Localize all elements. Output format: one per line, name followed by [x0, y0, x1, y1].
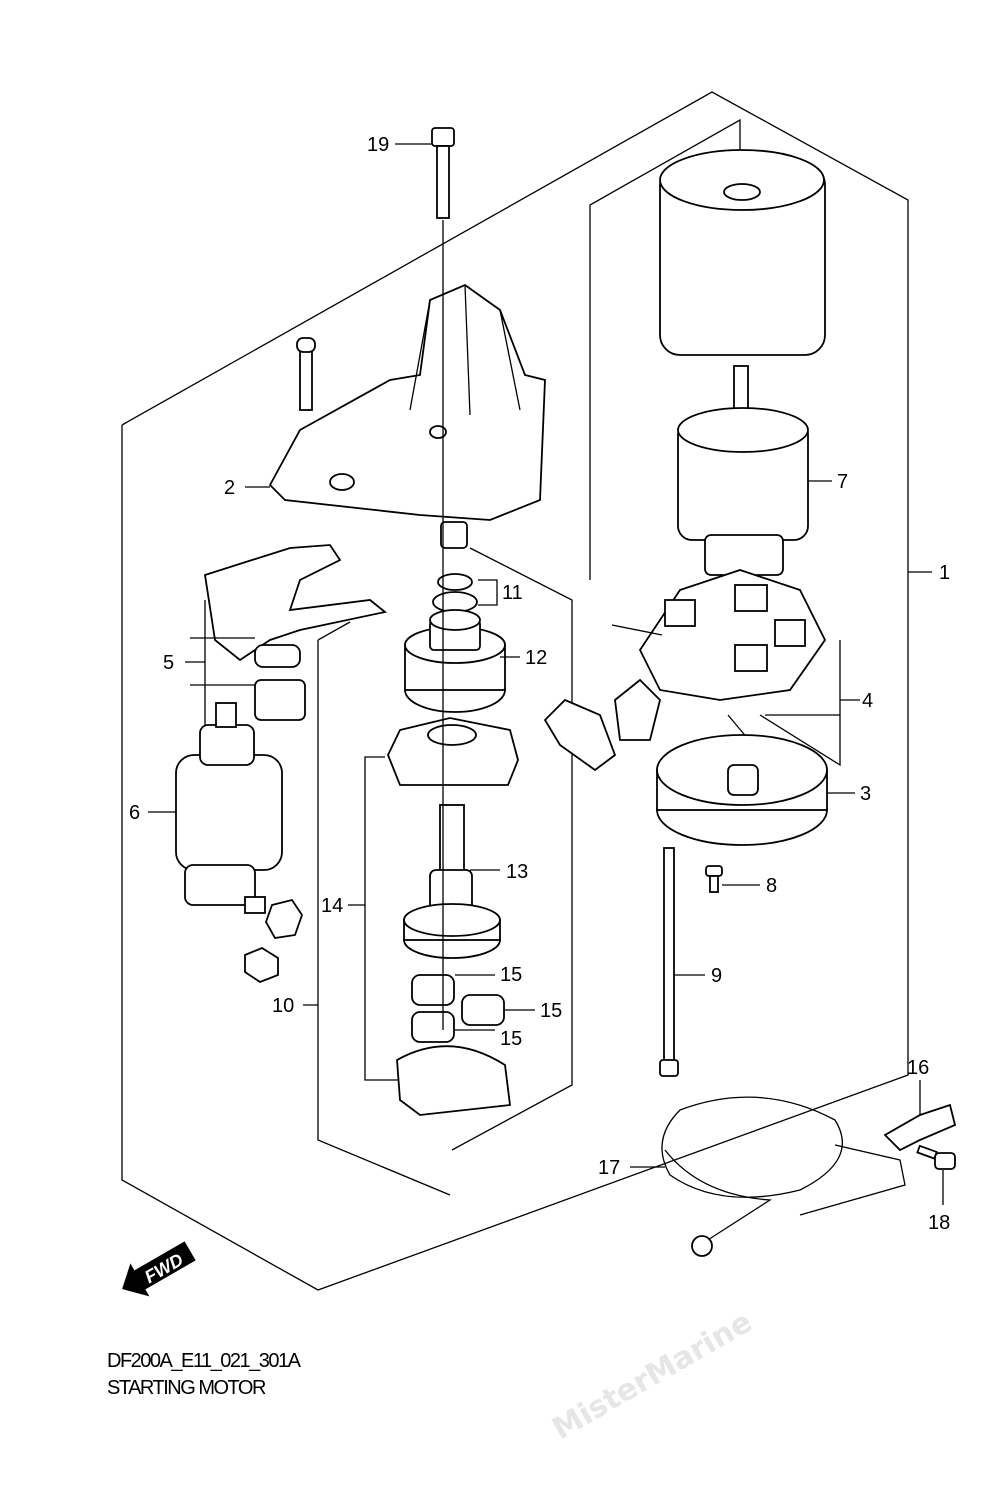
part-6-solenoid: [175, 702, 303, 984]
callout-3: 3: [860, 783, 871, 805]
part-17-band: [661, 1096, 906, 1257]
leader-lines: [148, 143, 944, 1205]
part-9-through-bolt: [659, 847, 679, 1077]
callout-2: 2: [224, 477, 235, 499]
part-19-bolt: [431, 127, 455, 219]
fwd-arrow-icon: FWD: [122, 1241, 196, 1297]
outer-assembly-boundary: [121, 91, 909, 1291]
callout-15a: 15: [500, 964, 522, 986]
callout-18: 18: [928, 1212, 950, 1234]
part-8-screw: [705, 865, 723, 893]
diagram-code: DF200A_E11_021_301A: [107, 1350, 302, 1372]
part-14-gear-housing: [387, 717, 519, 1116]
callout-7: 7: [837, 471, 848, 493]
box-1-boundary: [589, 118, 741, 580]
part-2-housing: [268, 283, 546, 549]
callout-16: 16: [907, 1057, 929, 1079]
box-14-boundary: [364, 756, 420, 1081]
part-3-end-frame: [656, 734, 828, 846]
callout-10: 10: [272, 995, 294, 1017]
callout-9: 9: [711, 965, 722, 987]
callout-8: 8: [766, 875, 777, 897]
callout-11: 11: [502, 582, 523, 604]
callout-17: 17: [598, 1157, 620, 1179]
part-7-armature: [677, 365, 809, 576]
part-15-planet-gears: [411, 974, 505, 1043]
part-4-brush-holder: [543, 569, 827, 772]
diagram-title: STARTING MOTOR: [107, 1377, 266, 1399]
callout-15b: 15: [540, 1000, 562, 1022]
callout-14: 14: [321, 895, 343, 917]
watermark-text: MisterMarine: [547, 1304, 759, 1446]
callout-15c: 15: [500, 1028, 522, 1050]
part-13-shaft: [403, 804, 501, 959]
part-11-ring: [432, 573, 478, 613]
callout-4: 4: [862, 690, 873, 712]
callout-1: 1: [939, 562, 950, 584]
callout-12: 12: [525, 647, 547, 669]
callout-6: 6: [129, 802, 140, 824]
part-18-bolt: [916, 1144, 956, 1170]
box-10-boundary: [317, 547, 573, 1196]
callout-13: 13: [506, 861, 528, 883]
part-1-yoke: [659, 149, 826, 356]
callout-19: 19: [367, 134, 389, 156]
callout-5: 5: [163, 652, 174, 674]
part-5-shift-lever: [203, 544, 388, 721]
part-12-pinion: [404, 609, 506, 713]
